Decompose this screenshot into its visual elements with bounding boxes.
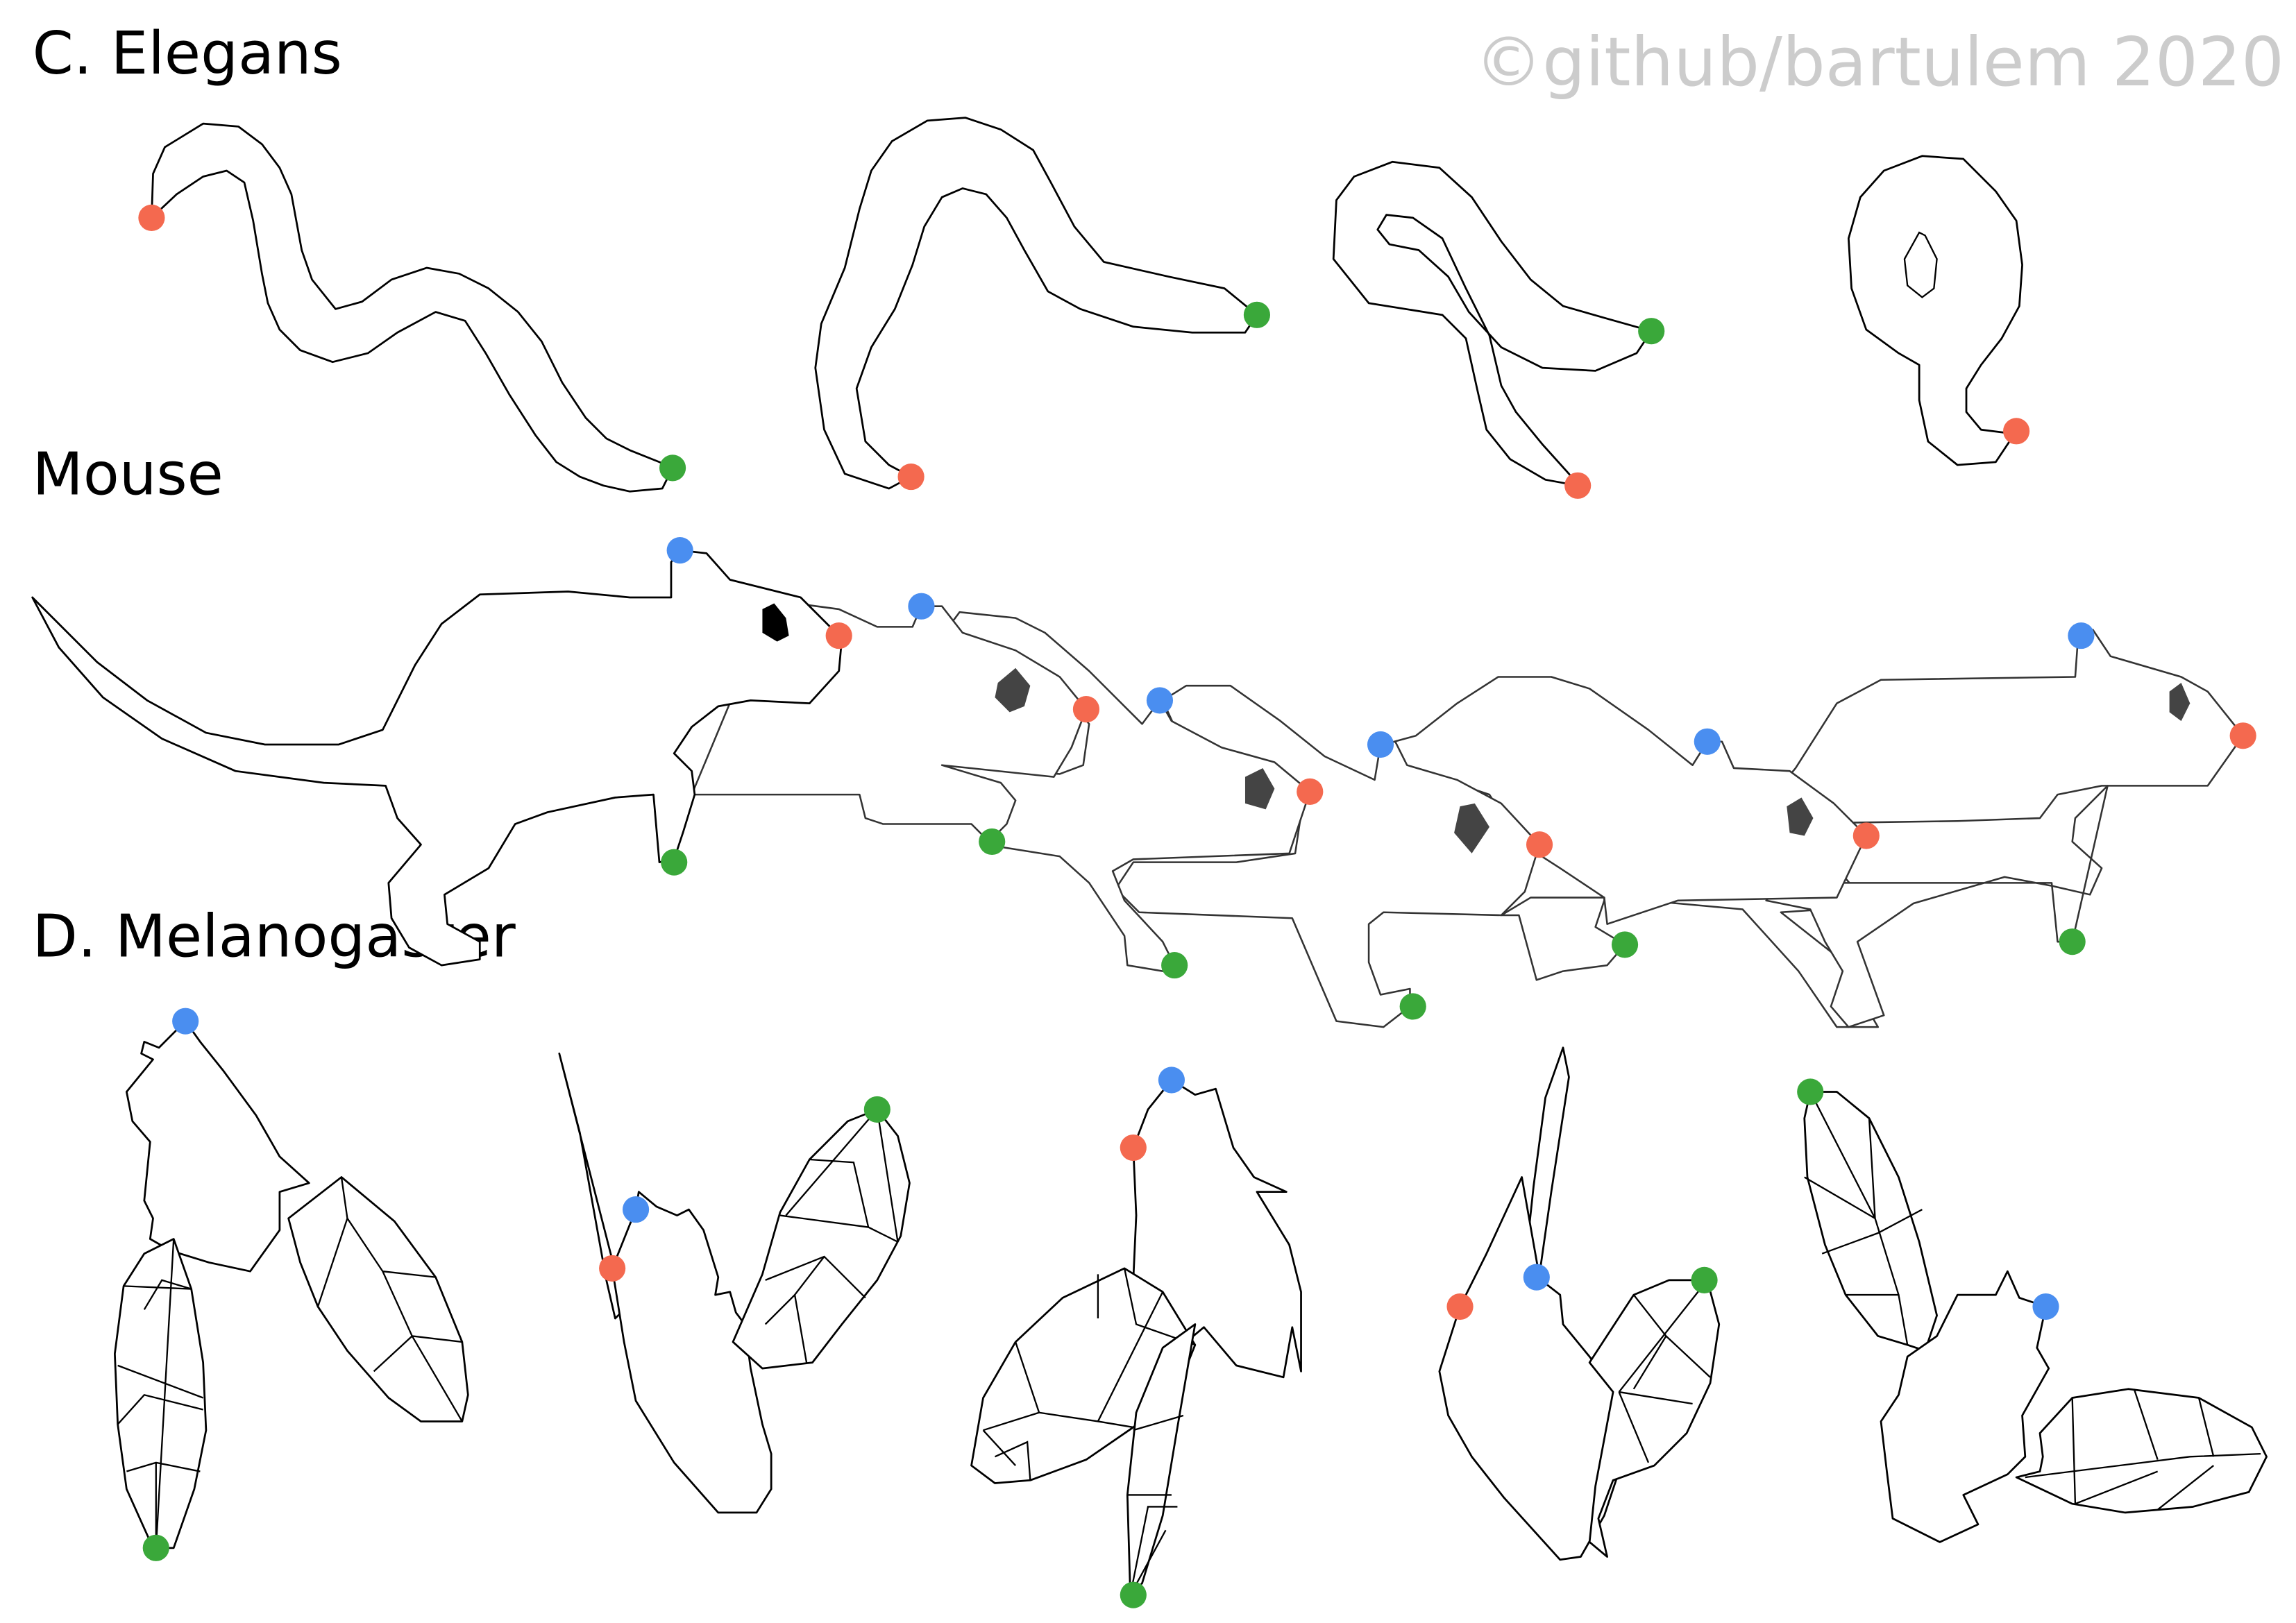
mouse-pose-4-blue-dot (1367, 731, 1394, 758)
mouse-pose-3-red-dot (1297, 778, 1324, 805)
fly-3-red-dot (1120, 1134, 1147, 1162)
worm-2-tail-dot (1243, 301, 1271, 328)
mouse-pose-1-green-dot (661, 849, 688, 876)
mouse-pose-6-green-dot (2059, 928, 2086, 955)
mouse-pose-4-eye (1454, 803, 1489, 853)
mouse-pose-4 (1115, 684, 1553, 1028)
worm-3-tail-dot (1638, 318, 1665, 345)
worm-1-head-dot (138, 204, 165, 231)
fly-1 (114, 1008, 469, 1561)
worm-3-head-dot (1564, 472, 1592, 499)
mouse-pose-3-eye (1244, 767, 1275, 810)
mouse-pose-5 (1383, 676, 1880, 981)
worm-2-head-dot (897, 463, 925, 491)
mouse-pose-3-blue-dot (1146, 687, 1174, 714)
fly-1-green-dot (142, 1534, 169, 1561)
mouse-pose-2-green-dot (979, 828, 1006, 856)
worm-1-tail-dot (659, 454, 686, 482)
fly-2 (558, 1052, 911, 1514)
fly-4-blue-dot (1523, 1264, 1550, 1291)
fly-5-blue-dot (2032, 1293, 2059, 1320)
mouse-pose-6-eye (2169, 682, 2191, 722)
worm-3 (1332, 160, 1665, 499)
mouse-pose-5-green-dot (1611, 931, 1639, 958)
mouse-pose-2-eye (995, 668, 1031, 713)
watermark: ©github/bartulem 2020 (1475, 23, 2284, 102)
section-label-elegans: C. Elegans (33, 19, 342, 88)
fly-5-green-dot (1797, 1078, 1824, 1105)
mouse-pose-6 (1644, 622, 2256, 1028)
mouse-pose-2-red-dot (1072, 696, 1100, 723)
fly-5 (1797, 1078, 2268, 1543)
worm-4-head-dot (2003, 418, 2030, 445)
mouse-pose-1-red-dot (825, 622, 852, 649)
worm-2 (814, 117, 1271, 491)
fly-2-green-dot (863, 1096, 890, 1123)
fly-4-green-dot (1691, 1266, 1718, 1293)
mouse-pose-4-green-dot (1399, 993, 1426, 1020)
mouse-pose-5-eye (1787, 797, 1814, 836)
mouse-pose-5-red-dot (1852, 822, 1880, 849)
worm-4 (1847, 155, 2030, 466)
fly-1-blue-dot (172, 1008, 199, 1035)
fly-3 (970, 1067, 1302, 1608)
worm-1 (138, 122, 686, 493)
mouse-pose-6-blue-dot (2068, 622, 2095, 649)
mouse-pose-6-red-dot (2229, 722, 2256, 749)
fly-4-red-dot (1446, 1293, 1474, 1320)
fly-4 (1438, 1046, 1721, 1561)
fly-2-red-dot (599, 1255, 626, 1282)
section-label-mouse: Mouse (33, 441, 223, 509)
fly-3-blue-dot (1158, 1067, 1185, 1094)
fly-2-blue-dot (622, 1196, 650, 1223)
mouse-pose-3-green-dot (1161, 952, 1188, 979)
mouse-pose-1-eye (762, 603, 789, 642)
mouse-pose-1-blue-dot (666, 537, 693, 564)
fly-3-green-dot (1120, 1581, 1147, 1608)
mouse-pose-1 (31, 537, 852, 967)
mouse-pose-4-red-dot (1526, 831, 1553, 858)
mouse-pose-5-blue-dot (1694, 728, 1721, 755)
mouse-pose-2-blue-dot (908, 593, 935, 620)
